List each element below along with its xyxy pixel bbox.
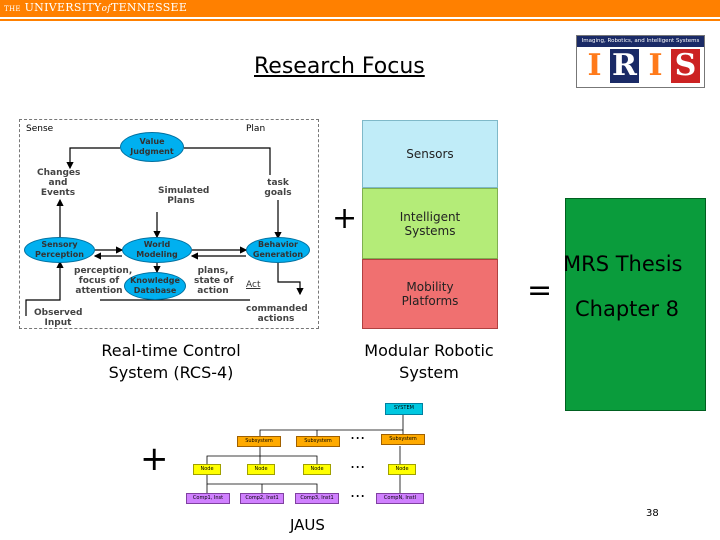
jaus-comp3-node: Comp3, Inst1 bbox=[295, 493, 339, 504]
mrs-chapter-label: Chapter 8 bbox=[575, 297, 679, 321]
commanded-actions-line2: actions bbox=[257, 314, 295, 324]
sense-label: Sense bbox=[26, 124, 54, 134]
jaus-compn-node: CompN, InstI bbox=[376, 493, 424, 504]
behavior-generation-line1: Behavior bbox=[257, 240, 298, 249]
intelligent-systems-line2: Systems bbox=[404, 223, 456, 238]
modular-caption-line1: Modular Robotic bbox=[364, 341, 494, 360]
mobility-platforms-line1: Mobility bbox=[406, 280, 454, 294]
page-number: 38 bbox=[646, 508, 659, 519]
iris-letter-i1: I bbox=[587, 48, 602, 83]
value-judgment-line2: Judgment bbox=[130, 147, 174, 156]
slide-title: Research Focus bbox=[254, 54, 425, 79]
logo-the: THE bbox=[4, 5, 21, 13]
iris-logo: Imaging, Robotics, and Intelligent Syste… bbox=[576, 35, 705, 88]
mrs-thesis-box bbox=[565, 198, 706, 411]
intelligent-systems-line1: Intelligent bbox=[399, 209, 461, 224]
jaus-node-1: Node bbox=[193, 464, 221, 475]
iris-letter-s: S bbox=[671, 49, 700, 83]
rcs-caption-line1: Real-time Control bbox=[101, 341, 241, 360]
sensors-label: Sensors bbox=[406, 147, 454, 161]
plans-state-line1: plans, bbox=[197, 266, 229, 276]
logo-university: UNIVERSITY bbox=[24, 1, 102, 14]
behavior-generation-line2: Generation bbox=[252, 250, 304, 259]
equals-operator: = bbox=[527, 273, 553, 308]
plan-label: Plan bbox=[246, 124, 266, 134]
task-goals-line2: goals bbox=[264, 188, 292, 198]
modular-caption-line2: System bbox=[399, 363, 459, 382]
act-label: Act bbox=[246, 280, 261, 290]
perception-focus-line3: attention bbox=[75, 286, 123, 296]
knowledge-database-line1: Knowledge bbox=[130, 276, 180, 285]
jaus-subsystem-node-2: Subsystem bbox=[296, 436, 340, 447]
jaus-node-3: Node bbox=[303, 464, 331, 475]
simulated-plans-line1: Simulated bbox=[158, 186, 210, 196]
rcs-caption-line2: System (RCS-4) bbox=[108, 363, 234, 382]
observed-input-line1: Observed bbox=[34, 308, 83, 318]
perception-focus-line2: focus of bbox=[78, 276, 120, 286]
jaus-node-4: Node bbox=[388, 464, 416, 475]
mrs-thesis-label: MRS Thesis bbox=[563, 252, 683, 276]
mobility-platforms-line2: Platforms bbox=[401, 294, 459, 308]
value-judgment-line1: Value bbox=[139, 137, 165, 146]
plans-state-line2: state of bbox=[194, 276, 234, 286]
perception-focus-line1: perception, bbox=[74, 266, 133, 276]
plus-operator-bottom: + bbox=[140, 439, 169, 479]
jaus-ellipsis-3: ... bbox=[350, 482, 366, 501]
plus-operator-top: + bbox=[332, 201, 358, 236]
logo-tennessee: TENNESSEE bbox=[110, 1, 188, 14]
world-modeling-line2: Modeling bbox=[136, 250, 178, 259]
jaus-node-2: Node bbox=[247, 464, 275, 475]
jaus-label: JAUS bbox=[290, 516, 325, 534]
jaus-subsystem-node-3: Subsystem bbox=[381, 434, 425, 445]
jaus-ellipsis-2: ... bbox=[350, 453, 366, 472]
iris-letter-i2: I bbox=[648, 48, 663, 83]
logo-of: of bbox=[101, 4, 111, 14]
changes-line1: Changes bbox=[37, 168, 81, 178]
sensors-block: Sensors bbox=[362, 120, 498, 188]
header-bar bbox=[0, 0, 720, 17]
header-divider bbox=[0, 19, 720, 21]
jaus-system-node: SYSTEM bbox=[385, 403, 423, 415]
university-logo: THE UNIVERSITYofTENNESSEE bbox=[4, 1, 187, 14]
commanded-actions-line1: commanded bbox=[246, 304, 308, 314]
jaus-subsystem-node-1: Subsystem bbox=[237, 436, 281, 447]
jaus-comp2-node: Comp2, Inst1 bbox=[240, 493, 284, 504]
plans-state-line3: action bbox=[197, 286, 229, 296]
iris-letter-r: R bbox=[610, 49, 639, 83]
rcs-diagram-frame bbox=[19, 119, 319, 329]
knowledge-database-line2: Database bbox=[133, 286, 177, 295]
sensory-perception-line2: Perception bbox=[35, 250, 84, 259]
simulated-plans-line2: Plans bbox=[167, 196, 195, 206]
jaus-ellipsis-1: ... bbox=[350, 424, 366, 443]
task-goals-line1: task bbox=[267, 178, 289, 188]
jaus-comp1-node: Comp1, Inst bbox=[186, 493, 230, 504]
world-modeling-line1: World bbox=[143, 240, 171, 249]
iris-banner: Imaging, Robotics, and Intelligent Syste… bbox=[577, 36, 704, 47]
changes-line2: and bbox=[48, 178, 68, 188]
sensory-perception-line1: Sensory bbox=[41, 240, 78, 249]
changes-line3: Events bbox=[40, 188, 76, 198]
observed-input-line2: Input bbox=[44, 318, 72, 328]
